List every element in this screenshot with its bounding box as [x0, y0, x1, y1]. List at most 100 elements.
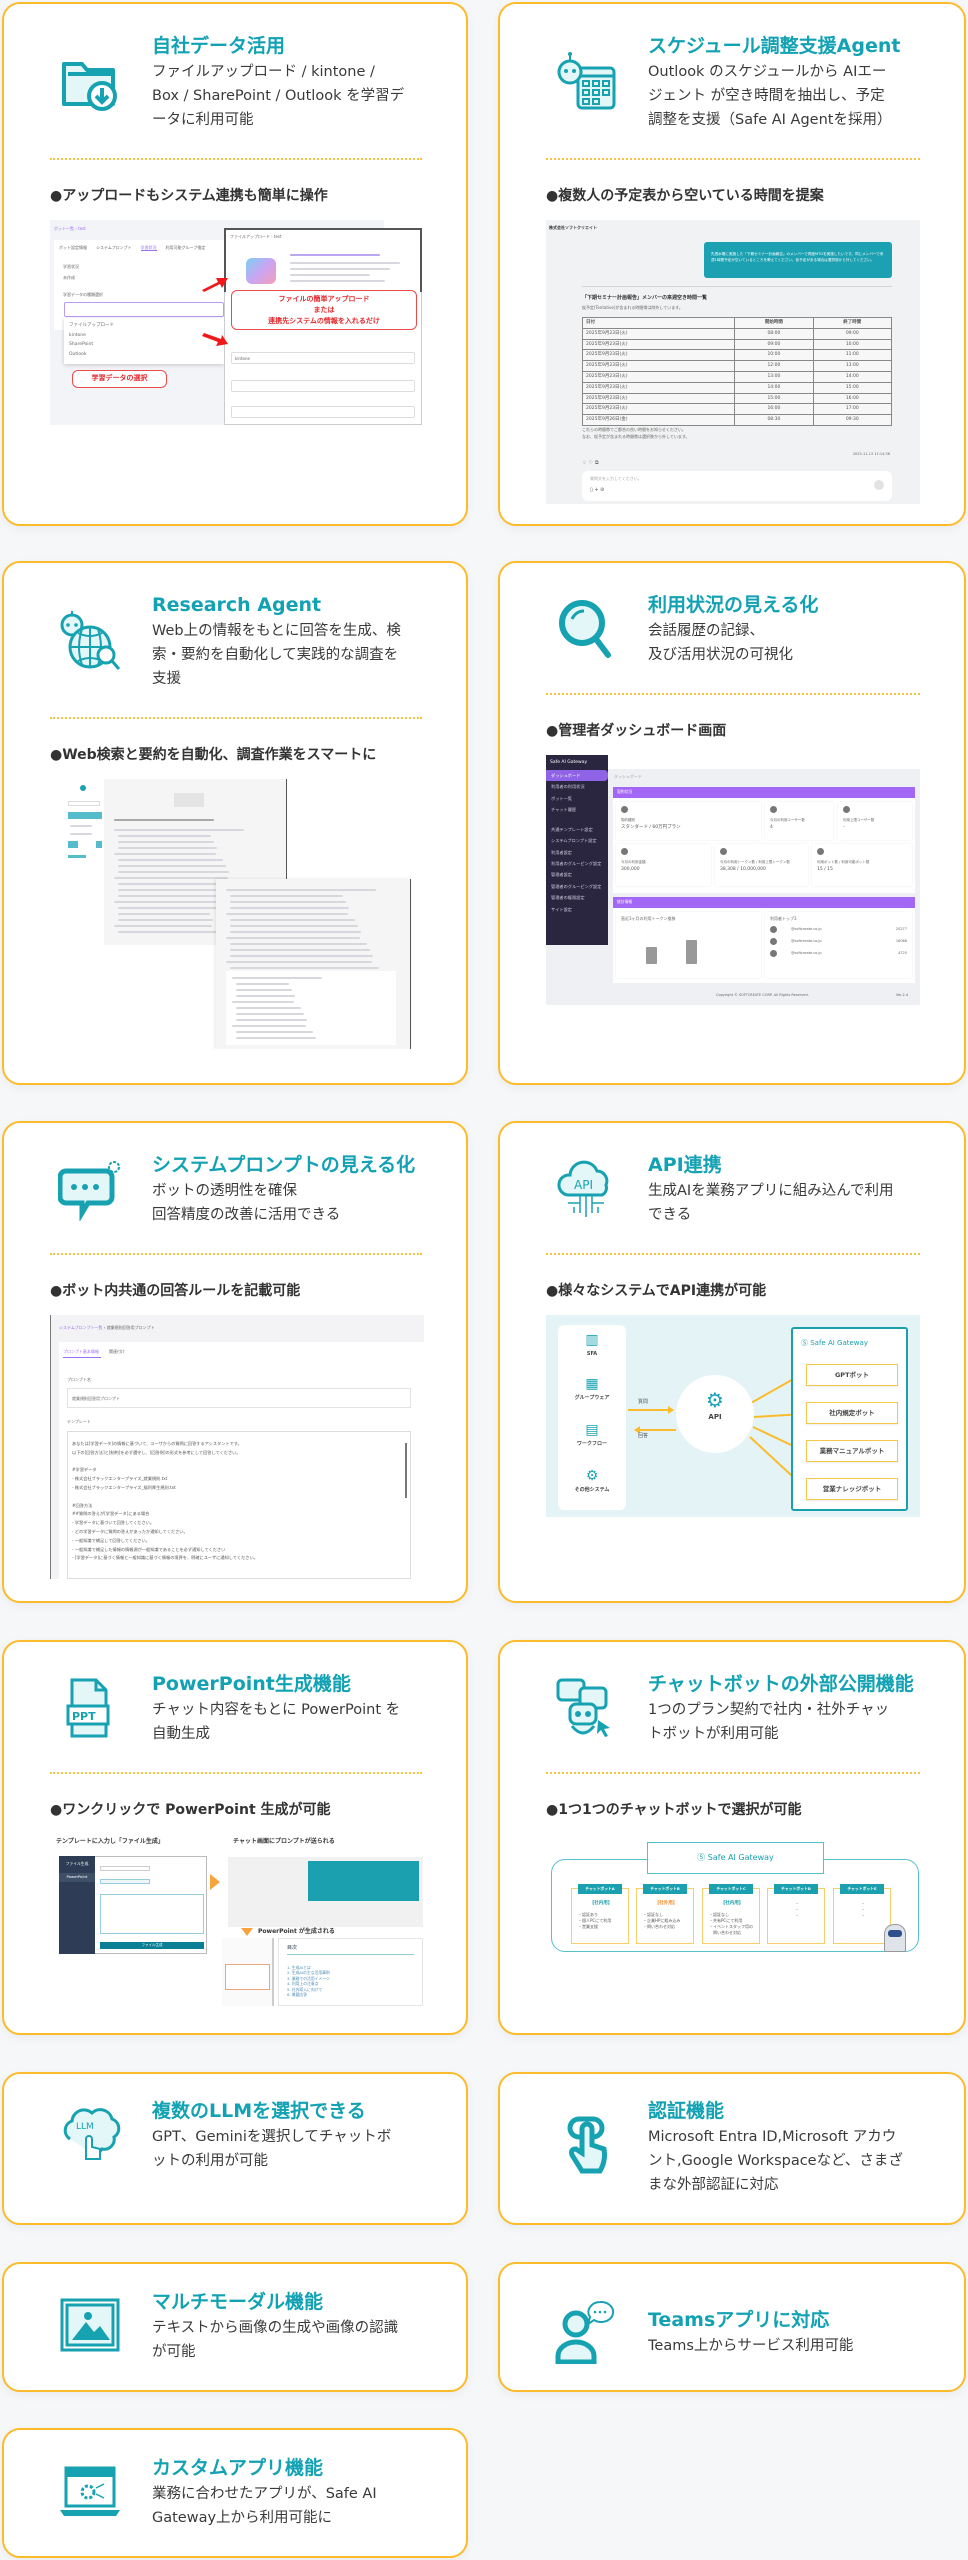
- card-title: PowerPoint生成機能: [152, 1673, 351, 1695]
- chatbot-features: ・認証なし ・共有PCにて利用 ・イベントスタッフ用の 問い合わせ対応: [709, 1911, 753, 1935]
- schedule-screenshot: 株式会社ソフトクリエイト 先週水曜に実施した「下期セミナー計画報告」のメンバーで…: [546, 220, 920, 504]
- text-line: [232, 1001, 294, 1003]
- card-description: 業務に合わせたアプリが、Safe AI Gateway上から利用可能に: [152, 2486, 377, 2526]
- sidebar-nav-item[interactable]: 管理者のグルーピング設定: [551, 883, 602, 889]
- admin-sidebar: Safe AI Gateway ダッシュボード利用者の利用状況ボット一覧チャット…: [546, 755, 608, 945]
- text-line: [118, 847, 217, 849]
- text-line: [118, 883, 235, 885]
- text-field[interactable]: [231, 380, 415, 392]
- touch-finger-icon: [546, 2115, 648, 2179]
- sidebar-nav-item[interactable]: ダッシュボード: [546, 769, 608, 782]
- magnifier-icon: [546, 597, 648, 661]
- template-textarea[interactable]: あなたは[学習データ]の情報に基づいて、ユーザからの質問に回答するアシスタントで…: [67, 1431, 411, 1579]
- breadcrumb-link[interactable]: システムプロンプト一覧: [59, 1325, 103, 1330]
- dropdown-option[interactable]: SharePoint: [69, 342, 94, 347]
- dropdown-option[interactable]: kintone: [69, 332, 86, 338]
- robot-mascot-icon: [884, 1924, 906, 1952]
- send-button[interactable]: [874, 480, 884, 490]
- step-label: チャット画面にプロンプトが送られる: [233, 1838, 335, 1845]
- prompt-name-input[interactable]: 就業規則回答用プロンプト: [67, 1388, 411, 1408]
- table-cell: 2025年9月23日(火): [581, 381, 736, 394]
- slide-item: 2. 生成AIの主な活用事例: [287, 1970, 330, 1975]
- card-description: Outlook のスケジュールから AIエー ジェント が空き時間を抽出し、予定…: [648, 64, 892, 128]
- tab[interactable]: システムプロンプト: [96, 245, 132, 250]
- feature-card-system-prompt: システムプロンプトの見える化ボットの透明性を確保 回答精度の改善に活用できる ●…: [2, 1121, 468, 1603]
- feedback-icons[interactable]: ♢♡⧉: [582, 460, 601, 466]
- sidebar-nav-item[interactable]: 共通テンプレート設定: [551, 826, 593, 832]
- tab-association[interactable]: 関連付け: [109, 1349, 125, 1354]
- system-other: ⚙その他システム: [574, 1468, 610, 1493]
- sidebar-nav-item[interactable]: 利用者の利用状況: [551, 784, 585, 790]
- card-title: スケジュール調整支援Agent: [648, 35, 901, 57]
- response-note: 仮予定(Tentative)が含まれる時間帯は除外しています。: [582, 305, 683, 310]
- page-title: ダッシュボード: [614, 774, 642, 779]
- divider: [546, 158, 920, 160]
- answer-label: 回答: [638, 1433, 649, 1439]
- divider: [50, 1772, 422, 1774]
- user-message-bubble: 先週水曜に実施した「下期セミナー計画報告」のメンバーで再度MTGを実施したいです…: [704, 242, 892, 278]
- sidebar-nav-item[interactable]: 利用者設定: [551, 849, 572, 855]
- sidebar-item[interactable]: PowerPoint: [59, 1872, 95, 1882]
- sidebar-nav-item[interactable]: 管理者の権限設定: [551, 895, 585, 901]
- table-cell: 16:00: [734, 403, 814, 416]
- upload-illustration: [246, 258, 276, 284]
- chat-input[interactable]: 質問文を入力してください。▯ + ⊘: [582, 471, 892, 501]
- dropdown-option[interactable]: Outlook: [69, 351, 87, 357]
- upload-screenshot: ボット一覧 › test ボット設定情報 システムプロンプト 学習状況 利用可能グルー…: [50, 220, 424, 425]
- research-screenshot: [50, 779, 424, 1049]
- robot-chat-click-icon: [546, 1676, 648, 1740]
- card-title: システムプロンプトの見える化: [152, 1154, 416, 1176]
- text-line: [236, 983, 289, 985]
- slide-item: 6. 質疑応答: [287, 1992, 308, 1997]
- card-subheading: ●管理者ダッシュボード画面: [546, 723, 727, 739]
- sidebar-nav-item[interactable]: システムプロンプト設定: [551, 838, 597, 844]
- stat-card: 契約種別スタンダード / 60万円プラン: [616, 802, 761, 840]
- text-line: [230, 901, 346, 903]
- sidebar-nav-item[interactable]: ボット一覧: [551, 795, 572, 801]
- tab-basic-info[interactable]: プロンプト基本情報: [63, 1349, 101, 1359]
- red-arrow-icon: [202, 278, 228, 292]
- system-prompt-screenshot: システムプロンプト一覧 › 就業規則回答用プロンプト プロンプト基本情報 関連付…: [50, 1315, 424, 1579]
- user-tokens: 16068: [895, 939, 907, 944]
- text-line: [114, 925, 212, 927]
- bot-box: 業務マニュアルボット: [806, 1440, 898, 1462]
- dropdown-option[interactable]: ファイルアップロード: [69, 323, 114, 328]
- callout: 学習データの選択: [72, 370, 167, 388]
- data-type-select[interactable]: [64, 302, 224, 317]
- sidebar-nav-item[interactable]: 管理者設定: [551, 872, 572, 878]
- sidebar-nav-item[interactable]: サイト設定: [551, 906, 572, 912]
- text-line: [118, 841, 214, 843]
- text-line: [236, 1037, 316, 1039]
- breadcrumb: ボット一覧 › test: [54, 226, 86, 231]
- user-tokens: 4725: [898, 951, 907, 956]
- api-hub: ⚙API: [676, 1375, 754, 1453]
- chatbot-card: チャットボットB【社外用】・認証なし ・企業HPに組み込み ・問い合わせ対応: [636, 1884, 694, 1944]
- table-cell: 08:00: [734, 327, 814, 340]
- person-chat-icon: [546, 2300, 648, 2364]
- folder-download-icon: [50, 50, 152, 114]
- tab[interactable]: 学習状況: [140, 245, 157, 252]
- table-cell: 09:00: [812, 327, 893, 340]
- sidebar-nav-item[interactable]: 利用者のグルーピング設定: [551, 861, 602, 867]
- tab[interactable]: ボット設定情報: [59, 245, 87, 250]
- kintone-select[interactable]: kintone: [231, 352, 415, 364]
- api-cloud-icon: API: [546, 1157, 648, 1221]
- card-subheading: ●1つ1つのチャットボットで選択が可能: [546, 1802, 802, 1818]
- tab[interactable]: 利用可能グループ指定: [165, 245, 206, 250]
- card-subheading: ●複数人の予定表から空いている時間を提案: [546, 188, 824, 204]
- generate-file-button[interactable]: ファイル生成: [100, 1942, 204, 1949]
- scrollbar[interactable]: [405, 1443, 407, 1498]
- table-cell: 2025年9月23日(火): [581, 403, 736, 416]
- card-title: 複数のLLMを選択できる: [152, 2100, 366, 2122]
- robot-globe-search-icon: [50, 609, 152, 673]
- card-description: Microsoft Entra ID,Microsoft アカウ ント,Goog…: [648, 2129, 903, 2193]
- sidebar-nav-item[interactable]: チャット履歴: [551, 807, 577, 813]
- text-field[interactable]: [231, 406, 415, 418]
